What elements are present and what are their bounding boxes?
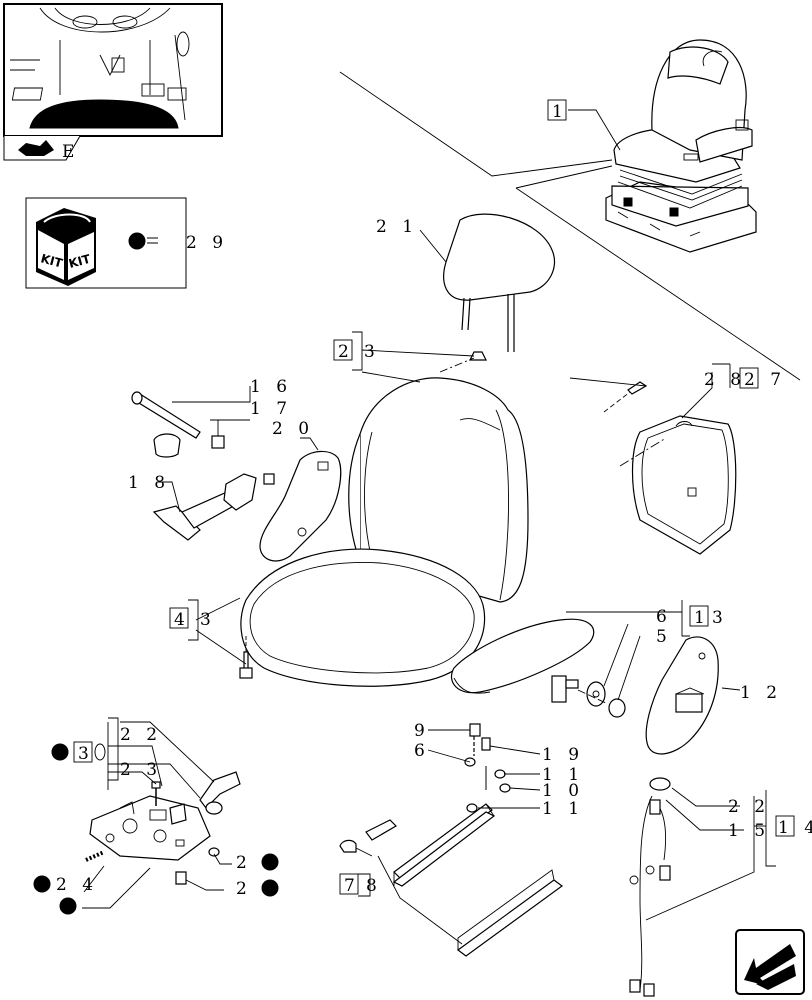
- callout-2: 2: [338, 342, 354, 362]
- kit-ref: 2 9: [186, 233, 228, 253]
- spacer[interactable]: [211, 435, 225, 449]
- seat-cushion[interactable]: [240, 548, 486, 687]
- seat-slide-rails[interactable]: [339, 723, 564, 957]
- armrest[interactable]: [450, 618, 626, 718]
- callout-28: 2 8: [704, 370, 746, 390]
- callout-19: 1 9: [542, 745, 584, 765]
- callout-6-rail: 6: [414, 741, 430, 761]
- thumbnail-code: E: [62, 142, 79, 162]
- callout-3-bracket: 3: [78, 744, 94, 764]
- side-panel[interactable]: [259, 450, 342, 562]
- nut[interactable]: [608, 698, 626, 718]
- callout-3-cushion: 3: [200, 610, 216, 630]
- black-dot-icon: [51, 743, 69, 761]
- buckle[interactable]: [153, 433, 181, 458]
- next-page-arrow-icon[interactable]: [735, 929, 805, 995]
- black-dot-icon: [261, 879, 279, 897]
- kit-logo-left: KIT: [39, 251, 65, 270]
- seat-belt[interactable]: [131, 391, 275, 541]
- callout-26: 2 6: [236, 853, 278, 873]
- callout-8: 8: [366, 876, 382, 896]
- callout-3-backrest: 3: [364, 342, 380, 362]
- location-thumbnail[interactable]: E: [3, 3, 223, 162]
- backrest-rear-panel[interactable]: [631, 415, 737, 555]
- callout-24: 2 4: [56, 875, 98, 895]
- callout-27: 2 7: [744, 370, 786, 390]
- callout-7: 7: [344, 876, 360, 896]
- wiring-harness[interactable]: [629, 777, 671, 997]
- callout-1-armrest: 1: [694, 608, 710, 628]
- callout-6-armrest: 6: [656, 607, 672, 627]
- kit-box-icon: KIT KIT: [36, 208, 96, 286]
- callout-22-harness: 2 2: [728, 797, 770, 817]
- black-dot-icon: [59, 897, 77, 915]
- headrest[interactable]: [443, 213, 556, 352]
- callout-frames: [73, 99, 795, 897]
- callout-labels: 1 2 1 2 3 1 6 1 7 2 0 1 8 2 8 2 7 4 3 6 …: [56, 102, 812, 899]
- callout-23: 2 3: [120, 760, 162, 780]
- leader-line: [515, 165, 801, 381]
- callout-21: 2 1: [376, 217, 418, 237]
- kit-logo-right: KIT: [67, 251, 93, 270]
- black-dot-icon: [261, 853, 279, 871]
- leader-line: [339, 71, 613, 177]
- complete-seat-illustration[interactable]: [605, 39, 757, 253]
- callout-13-digit: 3: [712, 608, 728, 628]
- callout-22-bracket: 2 2: [120, 725, 162, 745]
- callout-15: 1 5: [728, 821, 770, 841]
- callout-18: 1 8: [128, 473, 170, 493]
- callout-9: 9: [414, 721, 430, 741]
- callout-5: 5: [656, 627, 672, 647]
- callout-1: 1: [552, 102, 568, 122]
- callout-16: 1 6: [250, 377, 292, 397]
- callout-11-upper: 1 1: [542, 765, 584, 785]
- washer[interactable]: [586, 681, 606, 707]
- callout-12: 1 2: [740, 683, 782, 703]
- black-dot-markers: [33, 743, 279, 915]
- callout-4: 4: [174, 610, 190, 630]
- side-cover[interactable]: [645, 636, 719, 755]
- black-dot-icon: [33, 875, 51, 893]
- callout-14: 1 4: [778, 818, 812, 838]
- callout-20: 2 0: [272, 419, 314, 439]
- callout-10: 1 0: [542, 781, 584, 801]
- cushion-bolt[interactable]: [239, 651, 253, 679]
- backrest[interactable]: [348, 377, 529, 603]
- leader-lines: [82, 109, 766, 945]
- seat-base-bracket[interactable]: [85, 771, 241, 885]
- callout-17: 1 7: [250, 399, 292, 419]
- callout-11-lower: 1 1: [542, 799, 584, 819]
- black-dot-icon: [128, 232, 146, 250]
- callout-25: 2 5: [236, 879, 278, 899]
- assembly-axis-lines: [245, 391, 667, 705]
- screw[interactable]: [627, 381, 648, 395]
- bolt[interactable]: [133, 393, 201, 439]
- kit-legend-box: KIT KIT 2 9: [25, 197, 228, 289]
